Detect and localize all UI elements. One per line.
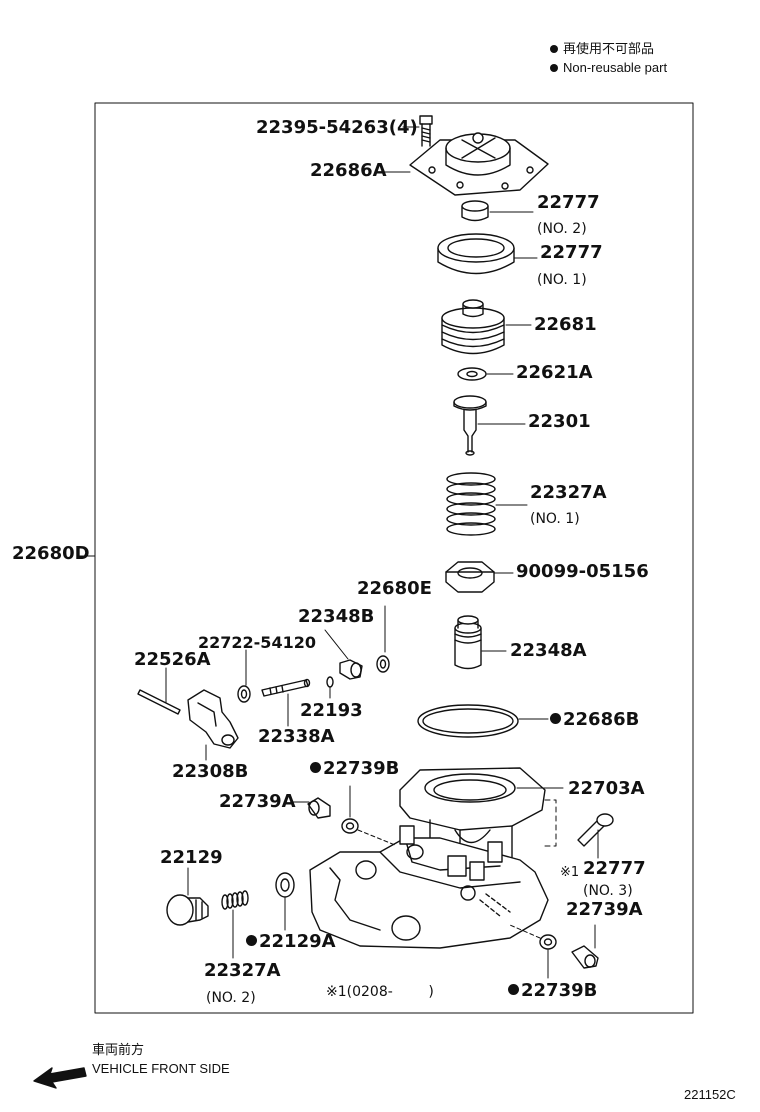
- label-22777-no2[interactable]: 22777: [537, 192, 600, 213]
- label-22327A-no1[interactable]: 22327A: [530, 482, 607, 503]
- label-22193[interactable]: 22193: [300, 700, 363, 721]
- label-22777-no1-sub: (NO. 1): [537, 272, 587, 288]
- label-22301[interactable]: 22301: [528, 411, 591, 432]
- label-22686B[interactable]: 22686B: [550, 711, 639, 729]
- seal-22739B-bottom: [539, 934, 557, 950]
- legend-reusable-jp: 再使用不可部品: [550, 41, 655, 57]
- pin-22777-no3: [577, 813, 614, 847]
- label-22129A[interactable]: 22129A: [246, 933, 336, 951]
- ring-22777-no1: [437, 233, 515, 275]
- cap-22777-no2: [461, 200, 489, 222]
- cover-22686A: [409, 132, 549, 196]
- spring-22327A-no2: [221, 890, 249, 910]
- bolt-22739A-right: [571, 945, 599, 969]
- non-reusable-dot-icon: [246, 934, 257, 946]
- legend-jp-text: 再使用不可部品: [563, 41, 655, 56]
- non-reusable-dot-icon: [508, 983, 519, 995]
- bolt-22395: [419, 115, 433, 147]
- label-22739B-bottom[interactable]: 22739B: [508, 982, 597, 1000]
- label-22722-54120[interactable]: 22722-54120: [198, 633, 316, 652]
- spring-22327A-no1: [446, 472, 496, 536]
- oring-22686B: [417, 704, 519, 738]
- front-arrow-icon: [33, 1067, 87, 1089]
- non-reusable-dot-icon: [550, 712, 561, 724]
- front-label-en: VEHICLE FRONT SIDE: [92, 1061, 230, 1076]
- label-22680D[interactable]: 22680D: [12, 543, 90, 564]
- nut-22722-54120: [237, 685, 251, 703]
- label-22526A[interactable]: 22526A: [134, 649, 211, 670]
- assembly-frame: [94, 102, 694, 1014]
- legend-en-text: Non-reusable part: [563, 60, 668, 75]
- label-22327A-no1-sub: (NO. 1): [530, 511, 580, 527]
- label-22739B-top[interactable]: 22739B: [310, 760, 399, 778]
- pump-body: [309, 825, 549, 949]
- label-22686A[interactable]: 22686A: [310, 160, 387, 181]
- label-22777-no3-sub: (NO. 3): [583, 883, 633, 899]
- label-22681[interactable]: 22681: [534, 314, 597, 335]
- lever-22308B: [187, 689, 239, 749]
- label-22129[interactable]: 22129: [160, 847, 223, 868]
- non-reusable-dot-icon: [550, 63, 558, 72]
- nut-90099-05156: [445, 561, 495, 593]
- label-22395[interactable]: 22395-54263(4): [256, 117, 418, 138]
- label-90099-05156[interactable]: 90099-05156: [516, 561, 649, 582]
- label-22686B-text: 22686B: [563, 709, 640, 730]
- pin-22526A: [137, 689, 181, 715]
- label-22777-no2-sub: (NO. 2): [537, 221, 587, 237]
- washer-22129A: [275, 872, 295, 898]
- legend-reusable-en: Non-reusable part: [550, 60, 668, 76]
- label-22703A[interactable]: 22703A: [568, 778, 645, 799]
- label-22777-no3[interactable]: 22777: [583, 858, 646, 879]
- washer-22621A: [457, 367, 487, 381]
- diagram-code: 221152C: [684, 1087, 736, 1102]
- label-22739A-right[interactable]: 22739A: [566, 899, 643, 920]
- bolt-22739A-left: [307, 797, 331, 819]
- label-22308B[interactable]: 22308B: [172, 761, 249, 782]
- washer-22680E: [376, 655, 390, 673]
- front-label-jp: 車両前方: [92, 1042, 145, 1057]
- label-22338A[interactable]: 22338A: [258, 726, 335, 747]
- seal-22739B-top: [341, 818, 359, 834]
- plug-22129: [166, 894, 209, 926]
- label-22777-no3-mark: ※1: [560, 865, 580, 880]
- plunger-22301: [453, 395, 487, 456]
- non-reusable-dot-icon: [310, 761, 321, 773]
- piston-22681: [441, 299, 505, 355]
- clip-22193: [326, 676, 334, 688]
- label-22348A[interactable]: 22348A: [510, 640, 587, 661]
- fitting-22348A: [454, 615, 482, 670]
- label-22777-no1[interactable]: 22777: [540, 242, 603, 263]
- label-22327A-no2-sub: (NO. 2): [206, 990, 256, 1006]
- label-22348B[interactable]: 22348B: [298, 606, 375, 627]
- label-22680E[interactable]: 22680E: [357, 578, 432, 599]
- non-reusable-dot-icon: [550, 44, 558, 53]
- label-22739B-bottom-text: 22739B: [521, 980, 598, 1001]
- note-range: ※1(0208- ): [326, 984, 434, 1000]
- rod-22338A: [261, 678, 311, 697]
- fitting-22348B: [339, 659, 363, 680]
- label-22621A[interactable]: 22621A: [516, 362, 593, 383]
- label-22327A-no2[interactable]: 22327A: [204, 960, 281, 981]
- label-22739B-top-text: 22739B: [323, 758, 400, 779]
- label-22129A-text: 22129A: [259, 931, 336, 952]
- label-22739A-left[interactable]: 22739A: [219, 791, 296, 812]
